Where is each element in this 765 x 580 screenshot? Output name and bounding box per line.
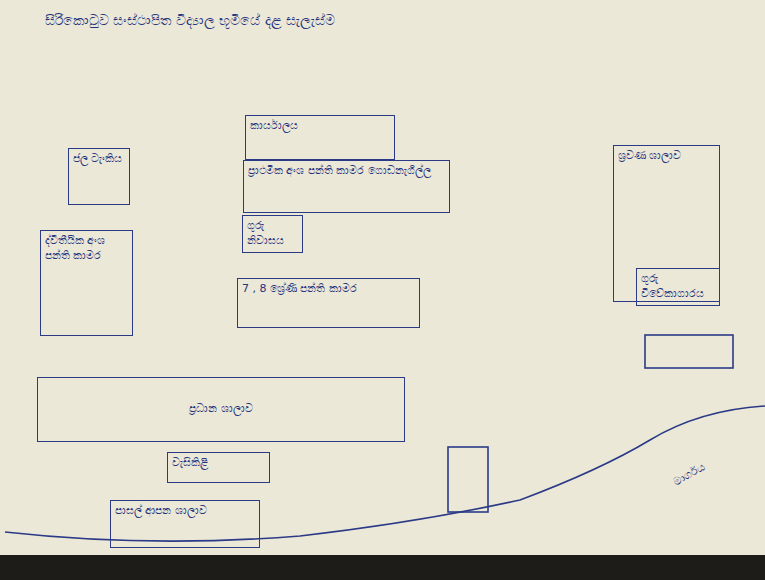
- building-name: වැසිකිළි: [172, 456, 265, 471]
- boundary-line: [5, 406, 765, 541]
- empty-plot: [645, 335, 733, 368]
- paper: [0, 0, 765, 555]
- building-name: ජල ටැංකිය: [73, 152, 125, 167]
- building-box: පාසල් ආපන ශාලාව: [110, 500, 260, 548]
- building-box: ද්වීතීයික අංශ පන්ති කාමර: [40, 230, 133, 336]
- building-box: ගුරු විවේකාගාරය: [636, 268, 720, 306]
- building-name: ප්‍රධාන ශාලාව: [189, 402, 253, 417]
- building-name: කාර්යාලය: [250, 119, 390, 134]
- road-label: මාර්ගය: [671, 460, 708, 489]
- building-name: ප්‍රාථමික අංශ පන්ති කාමර ගොඩනැගිල්ල: [248, 164, 445, 179]
- building-name: ශ්‍රවණ ශාලාව: [618, 149, 715, 164]
- map-title: සිරිකොටුව සංස්ථාපිත විද්‍යාල භූමියේ දළ ස…: [45, 12, 645, 29]
- building-name: පාසල් ආපන ශාලාව: [115, 504, 255, 519]
- building-box: ගුරු නිවාසය: [242, 215, 303, 253]
- building-box: ප්‍රධාන ශාලාව: [37, 377, 405, 442]
- building-box: ජල ටැංකිය: [68, 148, 130, 205]
- building-box: ශ්‍රවණ ශාලාව ගුරු විවේකාගාරය: [613, 145, 720, 302]
- building-name: ගුරු විවේකාගාරය: [641, 272, 715, 302]
- building-name: ද්වීතීයික අංශ පන්ති කාමර: [45, 234, 128, 264]
- building-name: 7 , 8 ශ්‍රේණි පන්ති කාමර: [242, 282, 415, 297]
- building-name: ගුරු නිවාසය: [247, 219, 298, 249]
- building-box: 7 , 8 ශ්‍රේණි පන්ති කාමර: [237, 278, 420, 328]
- building-box: ප්‍රාථමික අංශ පන්ති කාමර ගොඩනැගිල්ල: [243, 160, 450, 213]
- empty-plot: [448, 447, 488, 512]
- building-box: කාර්යාලය: [245, 115, 395, 160]
- table-edge: [0, 555, 765, 580]
- building-box: වැසිකිළි: [167, 452, 270, 483]
